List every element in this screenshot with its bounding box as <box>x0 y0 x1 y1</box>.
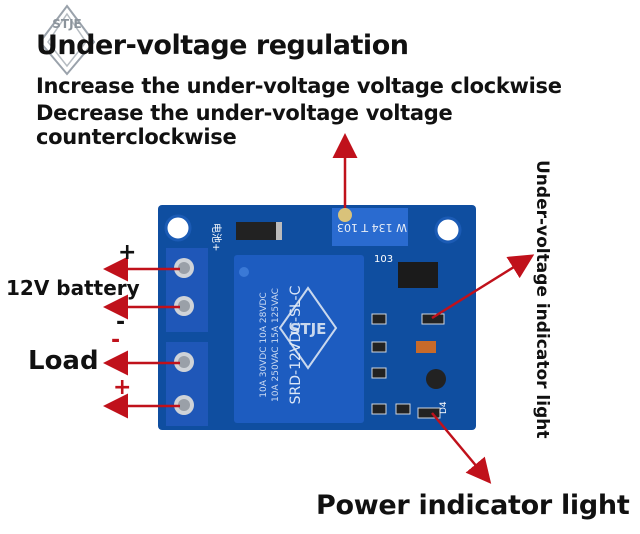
callout-arrows <box>103 133 535 484</box>
mounting-hole <box>434 216 462 244</box>
svg-text:STJE: STJE <box>52 17 82 31</box>
led-indicator <box>416 341 436 353</box>
potentiometer: W 134 T 103 <box>332 208 408 246</box>
mounting-hole <box>164 214 192 242</box>
battery-plus-sign: + <box>118 240 137 265</box>
smd-components <box>371 313 445 419</box>
load-label: Load <box>28 346 99 376</box>
page-title: Under-voltage regulation <box>36 30 409 61</box>
load-minus-sign: - <box>111 328 121 353</box>
potentiometer-label: W 134 T 103 <box>337 221 407 234</box>
relay-component: SRD-12VDC-SL-C 10A 250VAC 15A 125VAC 10A… <box>234 255 364 423</box>
instruction-counterclockwise: Decrease the under-voltage voltage count… <box>36 101 453 149</box>
battery-plus-silkscreen: 电池+ <box>210 223 223 251</box>
relay-model-label: SRD-12VDC-SL-C <box>288 285 304 404</box>
relay-rating-1: 10A 250VAC 15A 125VAC <box>271 288 281 402</box>
board-watermark: STJE <box>278 286 338 370</box>
screw-terminal-top <box>166 248 208 332</box>
d4-label: D4 <box>439 401 449 414</box>
ic-chip <box>398 262 438 288</box>
load-plus-sign: + <box>113 375 132 400</box>
battery-label: 12V battery <box>6 276 140 300</box>
arrow-power-led <box>431 412 492 484</box>
instruction-clockwise: Increase the under-voltage voltage clock… <box>36 74 562 98</box>
watermark-logo: STJE <box>36 4 98 76</box>
relay-rating-2: 10A 30VDC 10A 28VDC <box>259 292 269 397</box>
diode-component <box>236 222 282 240</box>
under-voltage-indicator-label: Under-voltage indicator light <box>532 160 552 439</box>
chip-code: 103 <box>374 254 393 265</box>
watermark-text: STJE <box>290 320 327 338</box>
power-indicator-label: Power indicator light <box>316 490 630 521</box>
transistor <box>426 369 446 389</box>
screw-terminal-bottom <box>166 342 208 426</box>
battery-minus-sign: - <box>116 310 126 335</box>
arrow-under-voltage-led <box>431 254 535 320</box>
